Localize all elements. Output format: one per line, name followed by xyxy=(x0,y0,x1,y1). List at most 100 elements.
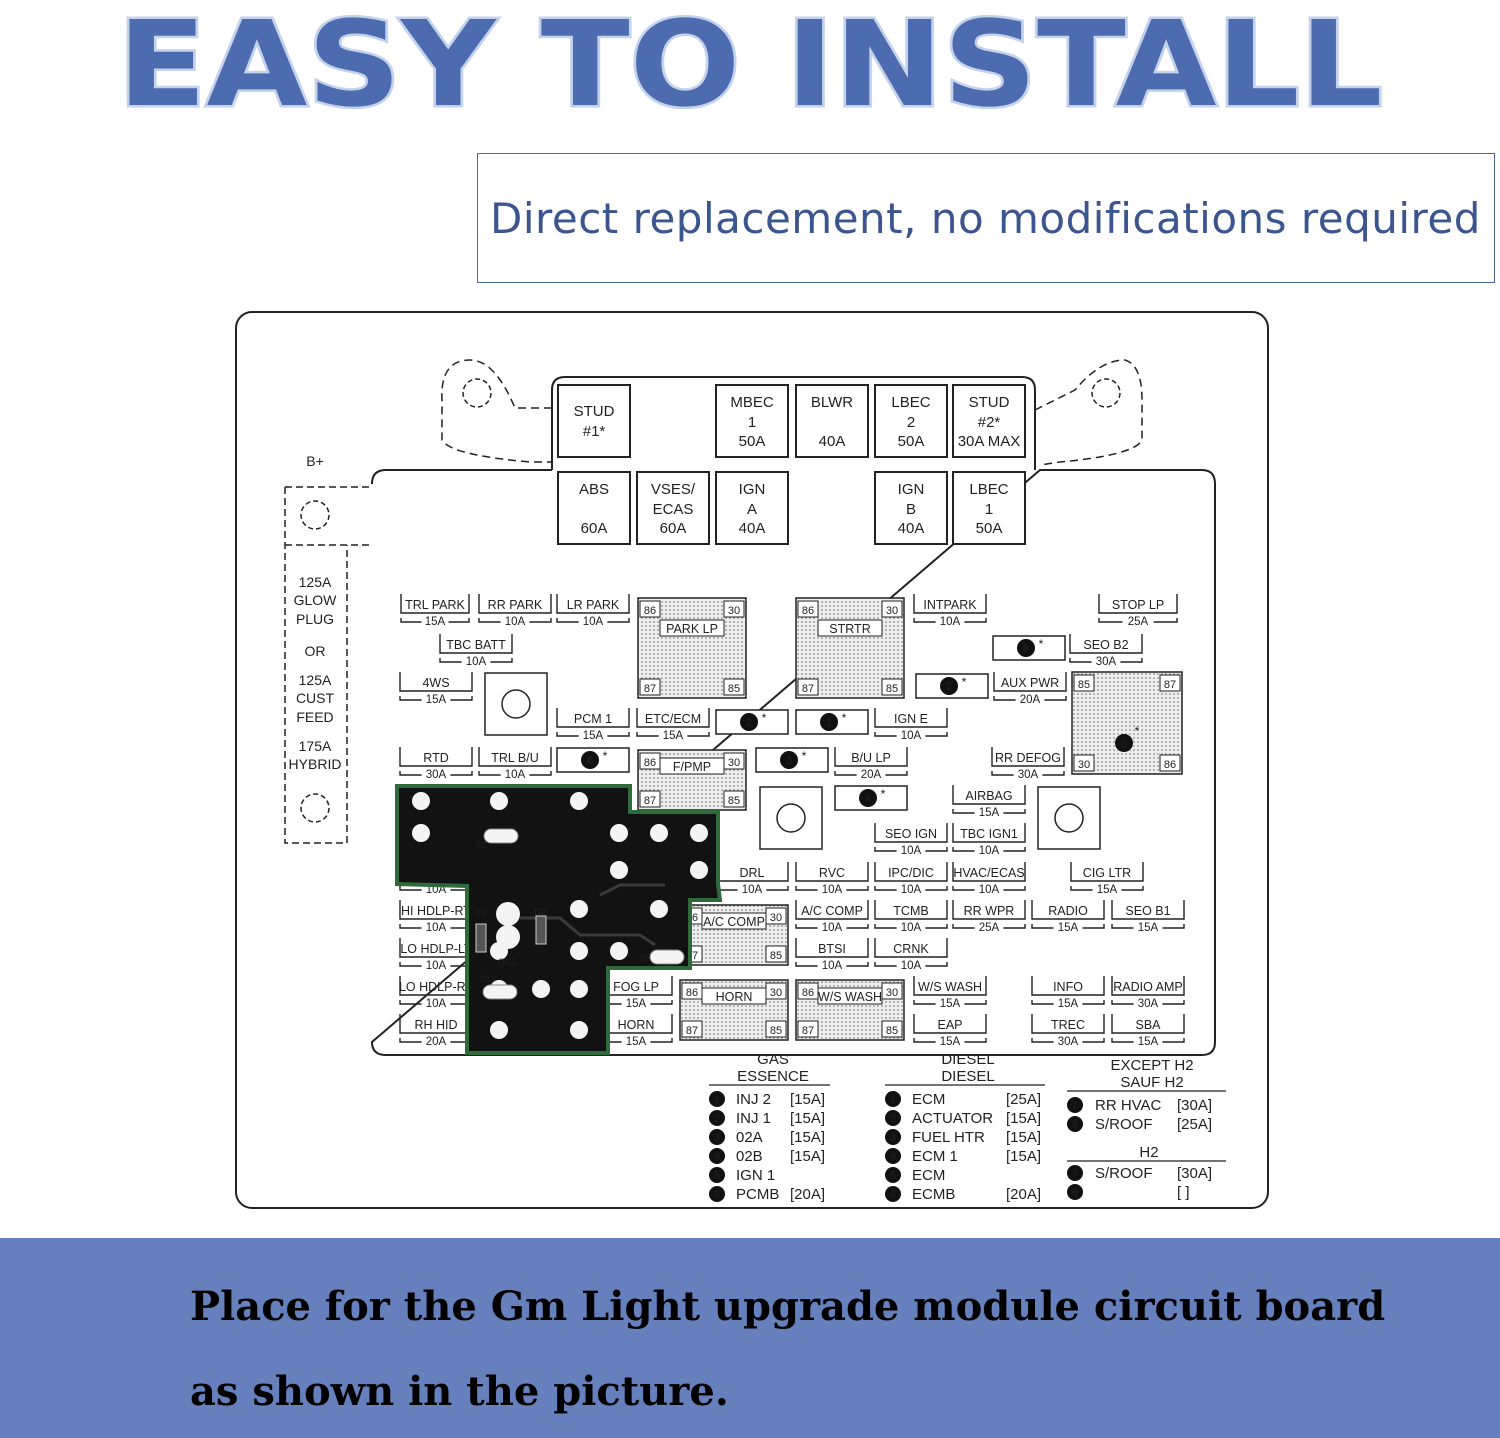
maxi-fuse-label: 50A xyxy=(739,433,766,450)
diode-d2 xyxy=(535,915,547,945)
mini-fuse-name: HORN xyxy=(618,1018,655,1032)
legend-number: 5 xyxy=(890,1170,896,1182)
legend-item-amp: [15A] xyxy=(790,1148,825,1165)
mount-ear-left xyxy=(441,359,552,463)
mini-fuse-name: W/S WASH xyxy=(918,980,982,994)
mini-fuse-amp: 15A xyxy=(940,1036,961,1048)
legend-item-name: FUEL HTR xyxy=(912,1129,985,1146)
maxi-fuse-label: 30A MAX xyxy=(958,433,1021,450)
maxi-fuse-label: STUD xyxy=(969,394,1010,411)
board-hole xyxy=(610,861,628,879)
mini-fuse-name: SEO B2 xyxy=(1083,638,1128,652)
board-hole xyxy=(570,942,588,960)
mini-fuse-name: RTD xyxy=(423,751,448,765)
instruction-line-1: Place for the Gm Light upgrade module ci… xyxy=(190,1283,1386,1330)
main-title: EASY TO INSTALL xyxy=(118,0,1383,133)
slot-number: 8 xyxy=(1023,643,1029,655)
legend-item-amp: [30A] xyxy=(1177,1097,1212,1114)
side-label: 125A xyxy=(299,672,332,688)
mini-fuse-amp: 15A xyxy=(979,807,1000,819)
board-hole xyxy=(690,824,708,842)
mini-fuse-amp: 10A xyxy=(940,616,961,628)
mini-fuse-name: EAP xyxy=(937,1018,962,1032)
maxi-fuse-label: IGN xyxy=(739,481,766,498)
headline-banner: EASY TO INSTALL xyxy=(115,0,1385,136)
board-hole xyxy=(570,1021,588,1039)
side-label: HYBRID xyxy=(289,756,342,772)
legend-item-name: INJ 2 xyxy=(736,1091,771,1108)
slot-asterisk: * xyxy=(802,749,807,763)
slot-asterisk: * xyxy=(962,675,967,689)
mount-hole-right xyxy=(1091,378,1121,408)
mini-fuse-amp: 10A xyxy=(583,616,604,628)
mini-fuse: EAP 15A xyxy=(913,1014,987,1048)
legend-heading: DIESEL xyxy=(941,1068,994,1085)
maxi-fuse-label: 40A xyxy=(898,520,925,537)
maxi-fuse-label: LBEC xyxy=(969,481,1008,498)
legend-item-name: ECM xyxy=(912,1167,945,1184)
b-plus-stud xyxy=(300,500,330,530)
slot-number: 6 xyxy=(587,755,593,767)
spare-slot: 7* xyxy=(915,673,989,699)
legend-item-amp: [30A] xyxy=(1177,1165,1212,1182)
mini-fuse-name: 4WS xyxy=(422,676,449,690)
relay-pin: 30 xyxy=(770,912,782,924)
mini-fuse-name: RVC xyxy=(819,866,845,880)
mini-fuse-amp: 10A xyxy=(901,884,922,896)
relay-pin: 30 xyxy=(886,987,898,999)
board-hole xyxy=(610,824,628,842)
mini-fuse-name: INFO xyxy=(1053,980,1083,994)
slot-number: 2 xyxy=(746,717,752,729)
mini-fuse-name: TCMB xyxy=(893,904,928,918)
relay-pin: 30 xyxy=(1078,759,1090,771)
board-hole xyxy=(412,792,430,810)
relay-pin: 87 xyxy=(686,1025,698,1037)
inner-box xyxy=(370,469,1216,1056)
board-hole xyxy=(490,1021,508,1039)
mini-fuse-amp: 15A xyxy=(1138,922,1159,934)
legend-number: 6 xyxy=(890,1189,896,1201)
slot-asterisk: * xyxy=(603,749,608,763)
board-hole xyxy=(650,900,668,918)
legend-number: 1 xyxy=(714,1094,720,1106)
maxi-fuse-label: 1 xyxy=(985,501,993,518)
mini-fuse-amp: 10A xyxy=(901,845,922,857)
maxi-fuse-label: 50A xyxy=(898,433,925,450)
board-silkscreen: QC1 xyxy=(498,957,517,967)
mini-fuse-name: CRNK xyxy=(893,942,929,956)
mini-fuse-amp: 10A xyxy=(505,769,526,781)
board-hole xyxy=(690,861,708,879)
legend-heading: SAUF H2 xyxy=(1120,1074,1183,1091)
maxi-fuse-label: #2* xyxy=(978,414,1001,431)
legend-item-name: RR HVAC xyxy=(1095,1097,1162,1114)
legend-number: 2 xyxy=(890,1113,896,1125)
mini-fuse-name: TRL PARK xyxy=(405,598,465,612)
mini-fuse-amp: 10A xyxy=(901,922,922,934)
mini-fuse-amp: 15A xyxy=(663,730,684,742)
mini-fuse-amp: 30A xyxy=(1138,998,1159,1010)
mini-fuse-name: RR PARK xyxy=(488,598,543,612)
mini-fuse-name: SBA xyxy=(1135,1018,1161,1032)
maxi-fuse-label: ABS xyxy=(579,481,609,498)
relay-pin: 85 xyxy=(886,683,898,695)
mini-fuse-amp: 10A xyxy=(742,884,763,896)
round-connector xyxy=(484,672,548,736)
legend-item-amp: [15A] xyxy=(1006,1148,1041,1165)
top-block xyxy=(551,376,1036,470)
slot-asterisk: * xyxy=(881,787,886,801)
mini-fuse-amp: 10A xyxy=(505,616,526,628)
relay-pin: 30 xyxy=(886,605,898,617)
subtitle-text: Direct replacement, no modifications req… xyxy=(490,194,1481,243)
legend-item-name: ECMB xyxy=(912,1186,955,1203)
